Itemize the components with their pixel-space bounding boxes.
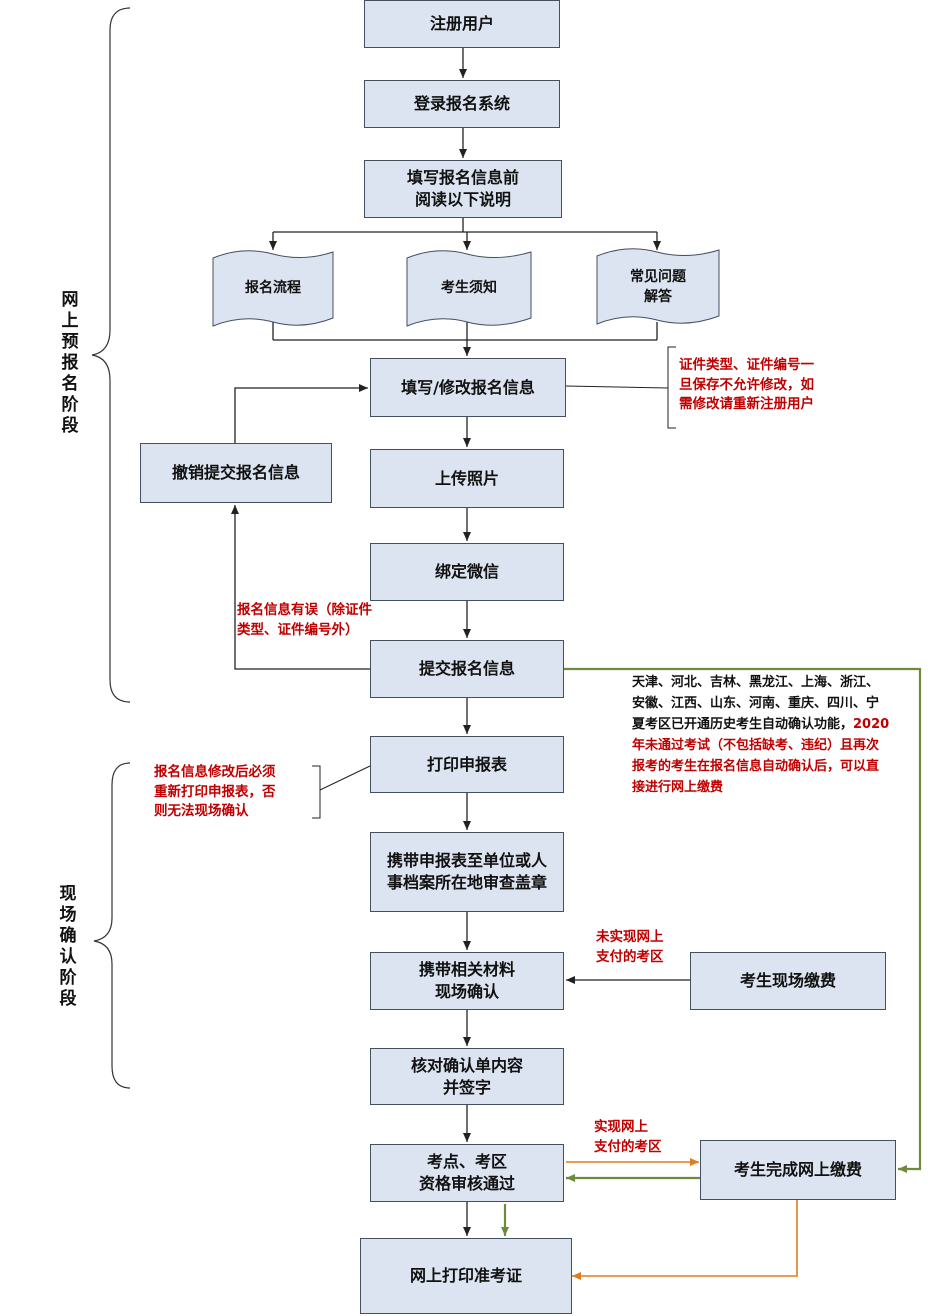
step-verify-sign: 核对确认单内容 并签字	[370, 1048, 564, 1105]
step-submit-info: 提交报名信息	[370, 640, 564, 698]
connector-id-note	[565, 385, 669, 389]
step-onsite-confirm: 携带相关材料 现场确认	[370, 952, 564, 1010]
line-submit-to-revoke	[231, 505, 370, 670]
step-stamp-review: 携带申报表至单位或人 事档案所在地审查盖章	[370, 832, 564, 912]
stage-label-onsite: 现场确认阶段	[59, 884, 77, 1009]
step-register-user: 注册用户	[364, 0, 560, 48]
bracket-reprint-note	[312, 765, 321, 819]
step-bind-wechat: 绑定微信	[370, 543, 564, 601]
doc-shape-process	[212, 250, 334, 327]
doc-registration-process: 报名流程	[245, 280, 301, 296]
connector-reprint-note	[319, 765, 371, 791]
step-fill-modify-info: 填写/修改报名信息	[370, 358, 566, 417]
bracket-id-note	[667, 346, 676, 429]
doc-candidate-notice: 考生须知	[441, 280, 497, 296]
green-line-submit-to-online-pay	[564, 667, 922, 1173]
note-must-reprint: 报名信息修改后必须 重新打印申报表，否 则无法现场确认	[154, 764, 276, 819]
onsite-stage-brace	[93, 762, 131, 1089]
stage-label-online: 网上预报名阶段	[61, 290, 79, 436]
doc-faq: 常见问题 解答	[630, 269, 686, 305]
online-stage-brace	[91, 7, 131, 703]
note-no-online-payment-region: 未实现网上 支付的考区	[596, 929, 664, 965]
step-exam-audit: 考点、考区 资格审核通过	[370, 1144, 564, 1202]
line-revoke-to-fill	[234, 384, 368, 443]
step-print-form: 打印申报表	[370, 736, 564, 793]
note-info-error: 报名信息有误（除证件 类型、证件编号外）	[237, 602, 372, 638]
step-read-instructions: 填写报名信息前 阅读以下说明	[364, 160, 562, 218]
note-auto-confirm: 天津、河北、吉林、黑龙江、上海、浙江、 安徽、江西、山东、河南、重庆、四川、宁 …	[632, 675, 890, 795]
step-upload-photo: 上传照片	[370, 449, 564, 508]
note-id-cannot-modify: 证件类型、证件编号一 旦保存不允许修改，如 需修改请重新注册用户	[679, 357, 814, 412]
step-online-payment: 考生完成网上缴费	[700, 1140, 896, 1200]
note-online-payment-region: 实现网上 支付的考区	[594, 1119, 662, 1155]
step-login-system: 登录报名系统	[364, 80, 560, 128]
step-onsite-payment: 考生现场缴费	[690, 952, 886, 1010]
doc-shape-faq	[596, 248, 720, 325]
doc-shape-notice	[406, 250, 532, 327]
step-revoke-submission: 撤销提交报名信息	[140, 443, 332, 503]
step-print-admission-ticket: 网上打印准考证	[360, 1238, 572, 1314]
orange-line-onlinepay-ticket	[572, 1200, 798, 1280]
